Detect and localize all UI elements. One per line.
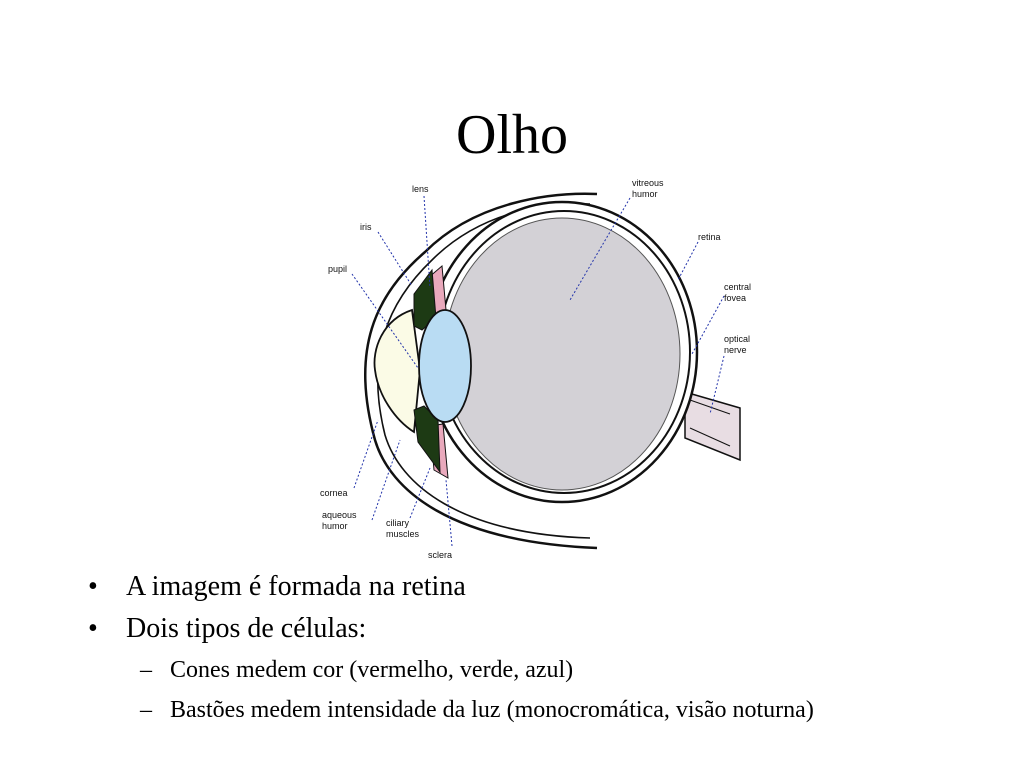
label-ciliary-2: muscles [386,529,420,539]
bullet-list: • A imagem é formada na retina • Dois ti… [88,566,1008,730]
bullet-item: • Dois tipos de células: [88,608,1008,650]
label-optic-2: nerve [724,345,747,355]
eye-diagram: lens iris pupil vitreous humor retina ce… [320,178,751,560]
cornea [373,308,421,434]
label-pupil: pupil [328,264,347,274]
sub-bullet-text: Bastões medem intensidade da luz (monocr… [170,697,814,723]
label-optic-1: optical [724,334,750,344]
label-aqueous-2: humor [322,521,348,531]
label-retina: retina [698,232,721,242]
optic-nerve [684,391,741,462]
label-iris: iris [360,222,372,232]
label-fovea-1: central [724,282,751,292]
lens [418,309,472,423]
label-aqueous-1: aqueous [322,510,357,520]
label-sclera: sclera [428,550,452,560]
sub-bullet-marker: – [140,697,152,723]
label-lens: lens [412,184,429,194]
bullet-text: A imagem é formada na retina [126,571,466,602]
bullet-marker: • [88,613,98,644]
iris-bottom [413,405,441,474]
sub-bullet-text: Cones medem cor (vermelho, verde, azul) [170,657,574,683]
label-ciliary-1: ciliary [386,518,410,528]
slide-title: Olho [456,104,568,166]
sub-bullet-marker: – [140,657,152,683]
leader-lines [351,195,725,547]
sub-bullet-item: – Cones medem cor (vermelho, verde, azul… [88,650,1008,690]
label-vitreous-2: humor [632,189,658,199]
bullet-marker: • [88,571,98,602]
label-cornea: cornea [320,488,348,498]
label-fovea-2: fovea [724,293,746,303]
label-vitreous-1: vitreous [632,178,664,188]
sclera-outer [363,192,598,550]
bullet-item: • A imagem é formada na retina [88,566,1008,608]
bullet-text: Dois tipos de células: [126,613,367,644]
optic-nerve-inner [689,399,731,447]
sub-bullet-item: – Bastões medem intensidade da luz (mono… [88,690,1008,730]
vitreous-humor [443,217,681,491]
